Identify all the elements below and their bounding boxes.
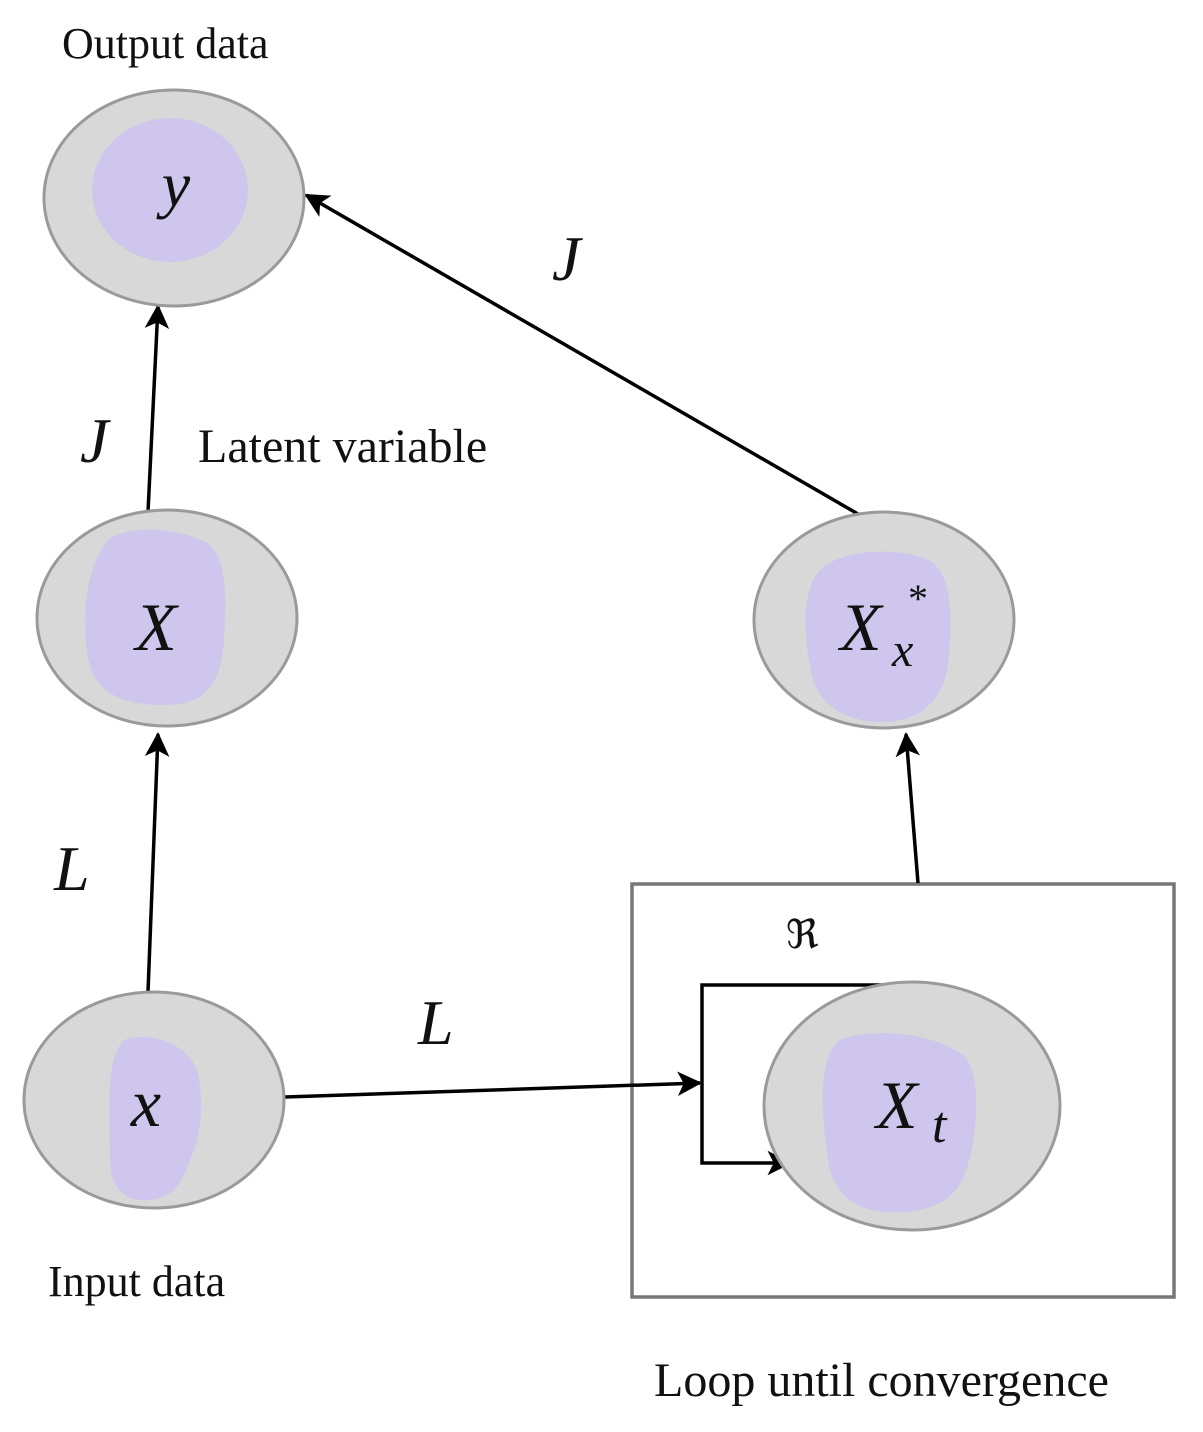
- node-x-highlight: [109, 1036, 202, 1201]
- node-X-highlight: [84, 529, 226, 705]
- edge-X-to-y: [144, 303, 170, 513]
- node-y-label: y: [156, 149, 191, 220]
- edge-loop-to-Xstar: [895, 731, 921, 884]
- input-data-caption: Input data: [48, 1257, 225, 1306]
- edge-Xstar-to-y: [304, 193, 859, 516]
- latent-variable-caption: Latent variable: [198, 420, 487, 473]
- loop-box: [630, 882, 1176, 1299]
- node-X-star-base: X: [837, 589, 884, 665]
- edge-x-to-loop: [284, 1071, 703, 1099]
- node-y: y: [42, 88, 306, 308]
- output-data-caption: Output data: [62, 19, 269, 68]
- edge-label-Xstar-to-y: J: [552, 223, 583, 294]
- node-X-t-label: X: [873, 1067, 920, 1143]
- node-X-star-subscript: x: [891, 624, 913, 677]
- edge-label-X-to-y: J: [80, 405, 111, 476]
- node-X-star-superscript: *: [908, 576, 928, 621]
- node-X-t: X t: [762, 980, 1062, 1232]
- edge-x-to-X: [144, 731, 170, 993]
- node-X-star: X x *: [752, 510, 1016, 730]
- edge-label-loop-recurrence: ℜ: [786, 912, 819, 958]
- edge-loop-recurrence: [700, 983, 888, 1176]
- node-x: x: [22, 990, 286, 1210]
- node-X-star-label: X: [837, 589, 884, 665]
- node-X-label: X: [132, 589, 179, 665]
- node-x-label: x: [130, 1065, 161, 1141]
- node-X-t-base: X: [873, 1067, 920, 1143]
- node-X-t-highlight: [822, 1033, 977, 1213]
- edge-label-x-to-X: L: [53, 833, 90, 904]
- loop-until-convergence-caption: Loop until convergence: [654, 1354, 1109, 1407]
- node-X-star-highlight: [805, 551, 951, 722]
- node-X-t-subscript: t: [932, 1097, 948, 1154]
- node-y-highlight: [92, 118, 248, 262]
- edge-label-x-to-loop: L: [417, 987, 454, 1058]
- node-X: X: [35, 508, 299, 728]
